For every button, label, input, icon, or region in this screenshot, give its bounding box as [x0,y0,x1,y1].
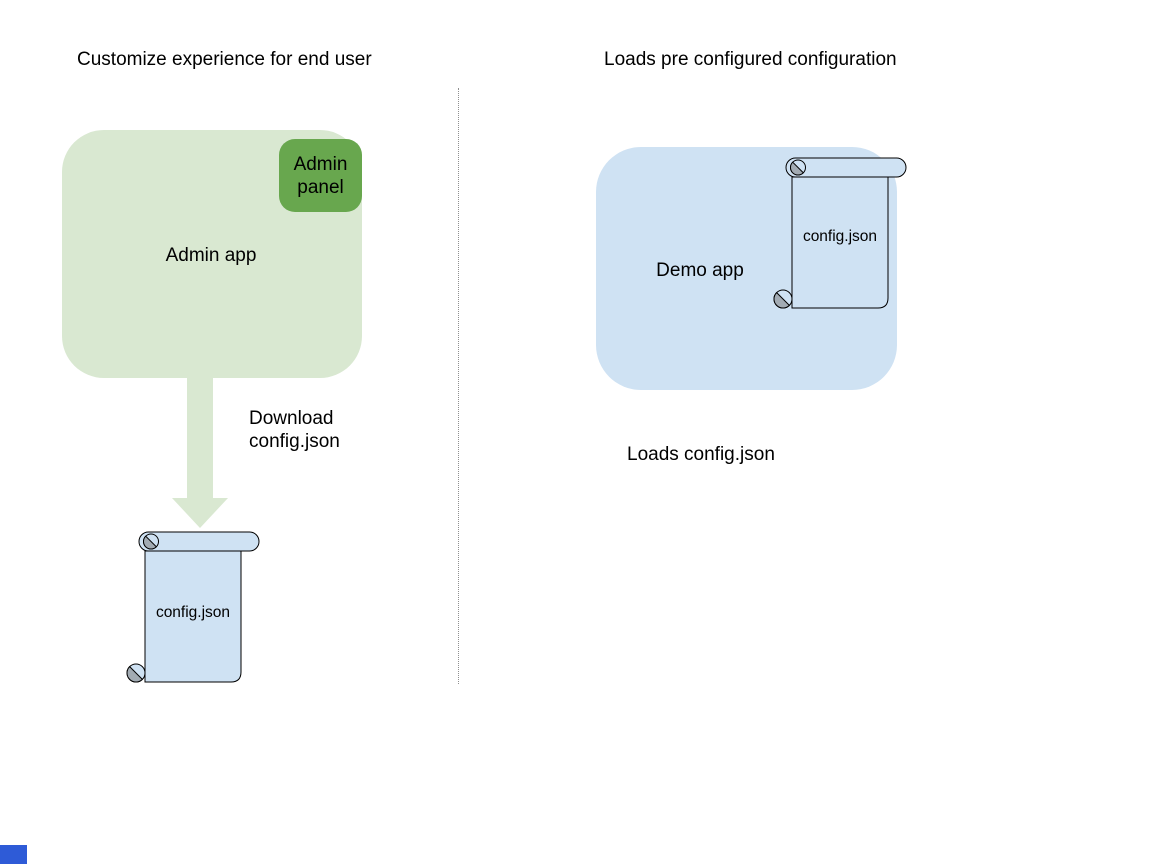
loads-config-caption: Loads config.json [627,444,775,465]
config-scroll-left-label: config.json [155,604,231,621]
download-arrow-icon [172,377,228,528]
config-scroll-right-icon [773,157,907,309]
section-divider [458,88,459,684]
admin-app-label: Admin app [165,245,257,266]
download-arrow-label: Download config.json [249,408,340,452]
config-scroll-right-label: config.json [802,228,878,245]
config-scroll-left-icon [126,531,260,683]
admin-panel-label: Admin panel [293,153,348,198]
demo-app-label: Demo app [656,260,744,281]
right-section-title: Loads pre configured configuration [604,49,897,70]
admin-panel-box: Admin panel [279,139,362,212]
left-section-title: Customize experience for end user [77,49,372,70]
corner-blue-square [0,845,27,864]
